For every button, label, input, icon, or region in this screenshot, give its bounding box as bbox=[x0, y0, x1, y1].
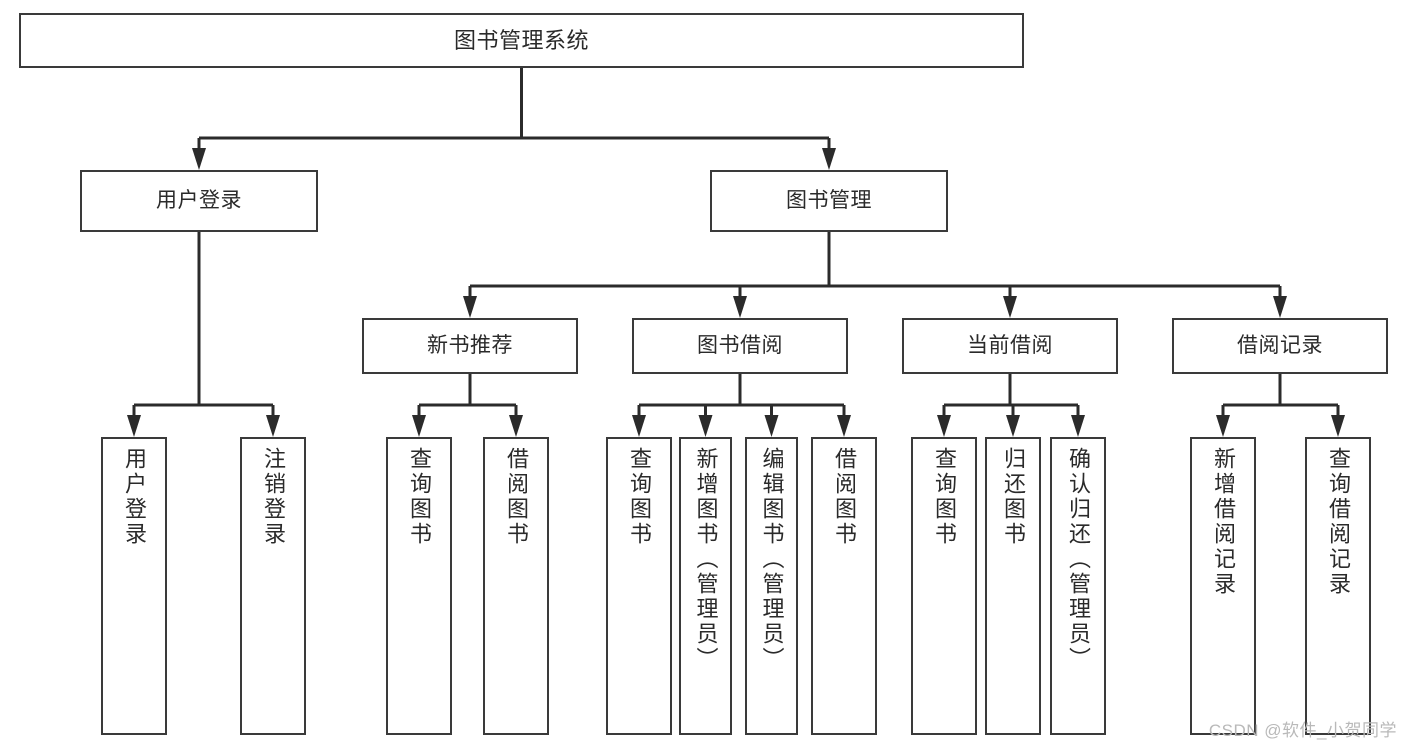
node-label: 用户登录 bbox=[122, 447, 147, 547]
node-leaf-add-b[interactable]: 新增图书（管理员） bbox=[679, 437, 732, 735]
connector-arrowhead bbox=[698, 415, 713, 437]
node-leaf-query-b[interactable]: 查询图书 bbox=[606, 437, 672, 735]
node-borrow[interactable]: 图书借阅 bbox=[632, 318, 848, 374]
node-leaf-login[interactable]: 用户登录 bbox=[101, 437, 167, 735]
connector-arrowhead bbox=[509, 415, 523, 437]
node-leaf-query-r[interactable]: 查询借阅记录 bbox=[1305, 437, 1371, 735]
node-label: 借阅图书 bbox=[832, 447, 857, 547]
node-label: 新书推荐 bbox=[427, 333, 513, 357]
node-current[interactable]: 当前借阅 bbox=[902, 318, 1118, 374]
watermark-text: CSDN @软件_小贺同学 bbox=[1208, 721, 1397, 740]
connector-arrowhead bbox=[266, 415, 280, 437]
connector-arrowhead bbox=[837, 415, 851, 437]
node-bookmgmt[interactable]: 图书管理 bbox=[710, 170, 948, 232]
node-label: 查询图书 bbox=[932, 447, 957, 547]
node-label: 图书管理系统 bbox=[453, 27, 589, 53]
connector-arrowhead bbox=[463, 296, 477, 318]
node-label: 编辑图书（管理员） bbox=[759, 447, 785, 672]
node-label: 查询图书 bbox=[627, 447, 652, 547]
node-label: 借阅图书 bbox=[504, 447, 529, 547]
node-newbook[interactable]: 新书推荐 bbox=[362, 318, 578, 374]
connector-arrowhead bbox=[632, 415, 646, 437]
connector-arrowhead bbox=[822, 148, 836, 170]
node-leaf-loan-b[interactable]: 借阅图书 bbox=[811, 437, 877, 735]
node-label: 图书借阅 bbox=[697, 333, 783, 357]
connector-arrowhead bbox=[1003, 296, 1017, 318]
connector-arrowhead bbox=[733, 296, 747, 318]
node-label: 当前借阅 bbox=[967, 333, 1053, 357]
node-leaf-query-nb[interactable]: 查询图书 bbox=[386, 437, 452, 735]
node-leaf-logout[interactable]: 注销登录 bbox=[240, 437, 306, 735]
node-label: 注销登录 bbox=[261, 447, 286, 547]
connector-arrowhead bbox=[937, 415, 951, 437]
node-label: 确认归还（管理员） bbox=[1066, 447, 1091, 672]
node-label: 图书管理 bbox=[786, 188, 872, 212]
node-label: 新增图书（管理员） bbox=[693, 447, 719, 672]
connector-arrowhead bbox=[1216, 415, 1230, 437]
node-leaf-confirm-c[interactable]: 确认归还（管理员） bbox=[1050, 437, 1106, 735]
connector-arrowhead bbox=[1006, 415, 1020, 437]
node-record[interactable]: 借阅记录 bbox=[1172, 318, 1388, 374]
node-root[interactable]: 图书管理系统 bbox=[19, 13, 1024, 68]
connector-arrowhead bbox=[1273, 296, 1287, 318]
connector-arrowhead bbox=[1331, 415, 1345, 437]
connector-arrowhead bbox=[764, 415, 779, 437]
node-label: 新增借阅记录 bbox=[1211, 447, 1236, 597]
node-label: 查询借阅记录 bbox=[1326, 447, 1351, 597]
connector-arrowhead bbox=[1071, 415, 1085, 437]
node-leaf-borrow-nb[interactable]: 借阅图书 bbox=[483, 437, 549, 735]
node-login[interactable]: 用户登录 bbox=[80, 170, 318, 232]
node-label: 归还图书 bbox=[1001, 447, 1026, 547]
node-leaf-edit-b[interactable]: 编辑图书（管理员） bbox=[745, 437, 798, 735]
connector-arrowhead bbox=[192, 148, 206, 170]
connector-arrowhead bbox=[127, 415, 141, 437]
node-label: 查询图书 bbox=[407, 447, 432, 547]
node-leaf-return-c[interactable]: 归还图书 bbox=[985, 437, 1041, 735]
connector-arrowhead bbox=[412, 415, 426, 437]
node-label: 用户登录 bbox=[156, 188, 242, 212]
node-leaf-query-c[interactable]: 查询图书 bbox=[911, 437, 977, 735]
node-leaf-add-r[interactable]: 新增借阅记录 bbox=[1190, 437, 1256, 735]
node-label: 借阅记录 bbox=[1237, 333, 1323, 357]
